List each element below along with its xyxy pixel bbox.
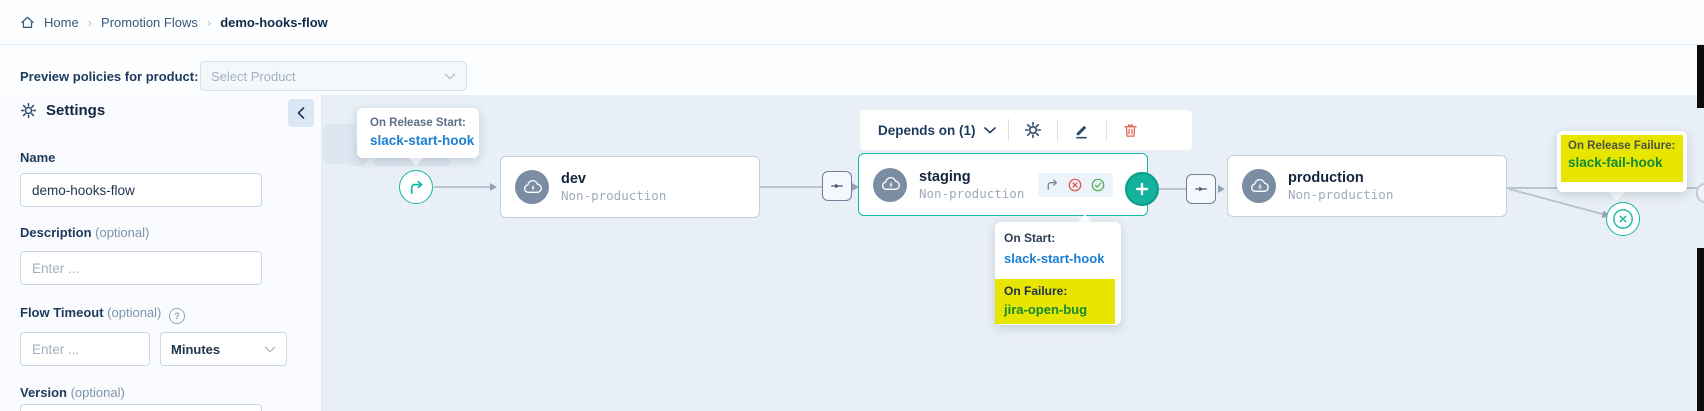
depends-on-dropdown[interactable]: Depends on (1) — [878, 123, 996, 138]
release-start-tooltip: On Release Start: slack-start-hook — [357, 108, 479, 158]
breadcrumb-promotion-flows[interactable]: Promotion Flows — [101, 14, 198, 30]
add-environment-button[interactable] — [1125, 172, 1159, 206]
flow-start-node[interactable] — [399, 170, 433, 204]
edge-arrowhead — [490, 182, 497, 191]
node-settings-button[interactable] — [1021, 118, 1045, 142]
plus-icon — [1134, 181, 1150, 197]
on-start-label: On Start: — [1004, 231, 1056, 245]
edge-dev-connector — [760, 186, 822, 188]
env-node-dev[interactable]: dev Non-production — [500, 156, 760, 218]
help-icon[interactable]: ? — [169, 308, 185, 324]
release-failure-highlight: On Release Failure: slack-fail-hook — [1561, 135, 1683, 182]
cloud-environment-icon — [515, 170, 549, 204]
settings-title: Settings — [46, 102, 106, 119]
select-product-placeholder: Select Product — [211, 68, 296, 84]
description-input[interactable] — [20, 251, 262, 285]
delete-node-button[interactable] — [1119, 118, 1143, 142]
tooltip-title: On Release Failure: — [1568, 140, 1676, 152]
toolbar-divider — [1105, 119, 1107, 141]
description-label: Description (optional) — [20, 225, 150, 240]
jira-open-bug-link[interactable]: jira-open-bug — [1004, 302, 1088, 317]
flow-timeout-label: Flow Timeout (optional) ? — [20, 305, 185, 324]
pencil-icon — [1073, 122, 1090, 139]
staging-node-toolbar: Depends on (1) — [860, 110, 1192, 150]
version-label: Version (optional) — [20, 385, 125, 400]
edge-arrowhead — [1218, 184, 1225, 193]
slack-fail-hook-link[interactable]: slack-fail-hook — [1568, 155, 1663, 170]
preview-policies-label: Preview policies for product: — [20, 69, 199, 84]
chevron-down-icon — [983, 126, 996, 134]
flow-end-node[interactable] — [1606, 202, 1640, 236]
hook-indicators — [1038, 172, 1114, 197]
gear-icon — [20, 102, 37, 119]
cloud-environment-icon — [1242, 169, 1276, 203]
promotion-policy-connector[interactable] — [1186, 174, 1216, 204]
release-failure-tooltip: On Release Failure: slack-fail-hook — [1557, 131, 1687, 192]
collapse-sidebar-button[interactable] — [288, 99, 314, 127]
edge-arrowhead — [852, 182, 859, 191]
chevron-left-icon — [297, 107, 305, 119]
home-icon[interactable] — [20, 15, 35, 30]
node-type: Non-production — [561, 188, 667, 204]
toolbar-divider — [1056, 119, 1058, 141]
slack-start-hook-link[interactable]: slack-start-hook — [370, 133, 475, 148]
corner-up-right-arrow-icon — [407, 178, 426, 197]
timeout-unit-value: Minutes — [171, 341, 221, 357]
node-type: Non-production — [1288, 187, 1394, 203]
node-type: Non-production — [919, 185, 1025, 201]
env-node-staging[interactable]: staging Non-production — [858, 153, 1148, 216]
timeout-unit-dropdown[interactable]: Minutes — [160, 332, 287, 366]
corner-up-right-arrow-icon[interactable] — [1045, 177, 1060, 192]
node-name: dev — [561, 171, 586, 188]
edge-start-dev — [434, 186, 490, 188]
node-name: production — [1288, 170, 1364, 187]
x-circle-icon — [1612, 208, 1634, 230]
failure-hook-icon[interactable] — [1067, 177, 1083, 193]
offscreen-node-edge — [1696, 183, 1704, 203]
flow-timeout-input[interactable] — [20, 332, 150, 366]
arrow-through-icon — [1193, 181, 1209, 197]
tooltip-title: On Release Start: — [370, 117, 466, 129]
trash-icon — [1122, 122, 1139, 139]
breadcrumb-separator: › — [87, 14, 93, 30]
cloud-environment-icon — [873, 167, 907, 202]
success-hook-icon[interactable] — [1090, 177, 1106, 193]
window-edge-strip — [1697, 45, 1704, 108]
settings-sidebar: Settings Name Description (optional) Flo… — [0, 95, 322, 411]
chevron-down-icon — [264, 345, 276, 353]
on-failure-label: On Failure: — [1004, 284, 1068, 298]
env-node-production[interactable]: production Non-production — [1227, 155, 1507, 217]
select-product-dropdown[interactable]: Select Product — [200, 61, 467, 91]
breadcrumb: Home › Promotion Flows › demo-hooks-flow — [0, 0, 1704, 45]
edge-staging-connector — [1159, 188, 1186, 190]
gear-icon — [1024, 121, 1042, 139]
slack-start-hook-link[interactable]: slack-start-hook — [1004, 251, 1105, 266]
name-label: Name — [20, 150, 56, 165]
toolbar-divider — [1007, 119, 1009, 141]
staging-hooks-tooltip: On Start: slack-start-hook On Failure: j… — [995, 222, 1121, 325]
node-name: staging — [919, 168, 971, 185]
breadcrumb-home[interactable]: Home — [44, 14, 79, 30]
promotion-policy-connector[interactable] — [822, 171, 852, 201]
edit-node-button[interactable] — [1070, 118, 1094, 142]
chevron-down-icon — [444, 72, 456, 80]
on-failure-highlight: On Failure: jira-open-bug — [995, 279, 1115, 324]
arrow-through-icon — [829, 178, 845, 194]
breadcrumb-separator: › — [206, 14, 212, 30]
name-input[interactable] — [20, 173, 262, 207]
version-input[interactable] — [20, 404, 262, 411]
window-edge-strip — [1697, 248, 1704, 411]
breadcrumb-current: demo-hooks-flow — [220, 14, 328, 30]
